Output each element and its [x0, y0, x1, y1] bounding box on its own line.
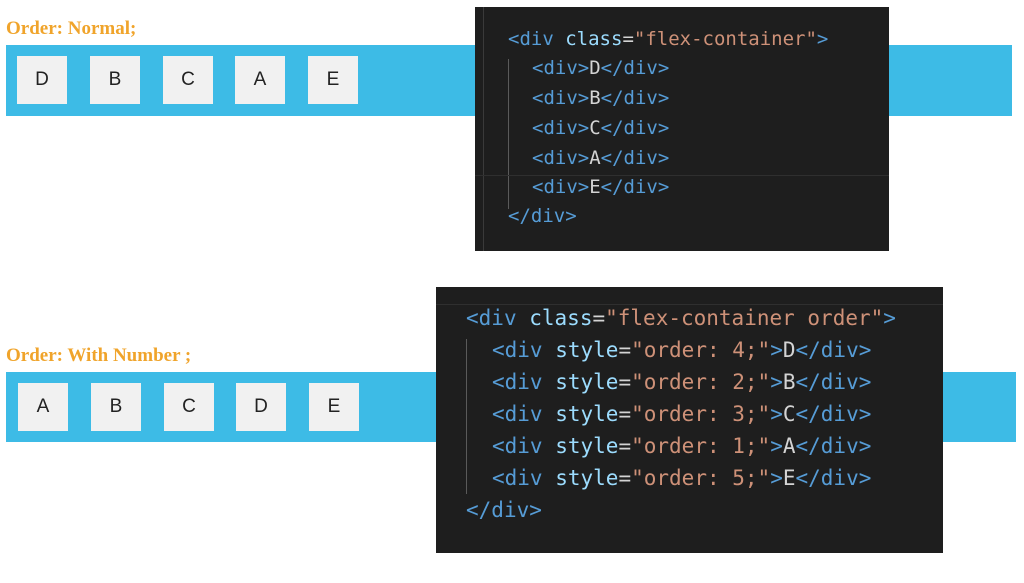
- normal-flex-item: B: [90, 56, 140, 104]
- numbered-code-panel: <div class="flex-container order"> <div …: [436, 287, 943, 553]
- normal-heading: Order: Normal;: [6, 18, 137, 39]
- current-line-highlight: [436, 304, 943, 305]
- indent-guide: [508, 59, 509, 209]
- code-child-line: <div style="order: 3;">C</div>: [492, 402, 872, 426]
- code-child-line: <div>C</div>: [532, 117, 670, 139]
- normal-flex-item: A: [235, 56, 285, 104]
- code-child-line: <div style="order: 1;">A</div>: [492, 434, 872, 458]
- editor-gutter-line: [483, 7, 484, 251]
- normal-code-panel: <div class="flex-container"> <div>D</div…: [475, 7, 889, 251]
- current-line-highlight: [475, 175, 889, 176]
- normal-flex-item: C: [163, 56, 213, 104]
- code-close-line: </div>: [466, 498, 542, 522]
- code-child-line: <div>A</div>: [532, 147, 670, 169]
- numbered-flex-item: C: [164, 383, 214, 431]
- code-child-line: <div>E</div>: [532, 176, 670, 198]
- code-child-line: <div style="order: 4;">D</div>: [492, 338, 872, 362]
- code-child-line: <div>D</div>: [532, 57, 670, 79]
- code-open-line: <div class="flex-container">: [508, 28, 829, 50]
- code-child-line: <div style="order: 5;">E</div>: [492, 466, 872, 490]
- numbered-flex-item: E: [309, 383, 359, 431]
- normal-flex-item: E: [308, 56, 358, 104]
- code-open-line: <div class="flex-container order">: [466, 306, 896, 330]
- numbered-flex-item: D: [236, 383, 286, 431]
- code-close-line: </div>: [508, 205, 577, 227]
- numbered-flex-item: A: [18, 383, 68, 431]
- indent-guide: [466, 339, 467, 494]
- normal-flex-item: D: [17, 56, 67, 104]
- code-child-line: <div>B</div>: [532, 87, 670, 109]
- numbered-heading: Order: With Number ;: [6, 345, 192, 366]
- numbered-flex-item: B: [91, 383, 141, 431]
- code-child-line: <div style="order: 2;">B</div>: [492, 370, 872, 394]
